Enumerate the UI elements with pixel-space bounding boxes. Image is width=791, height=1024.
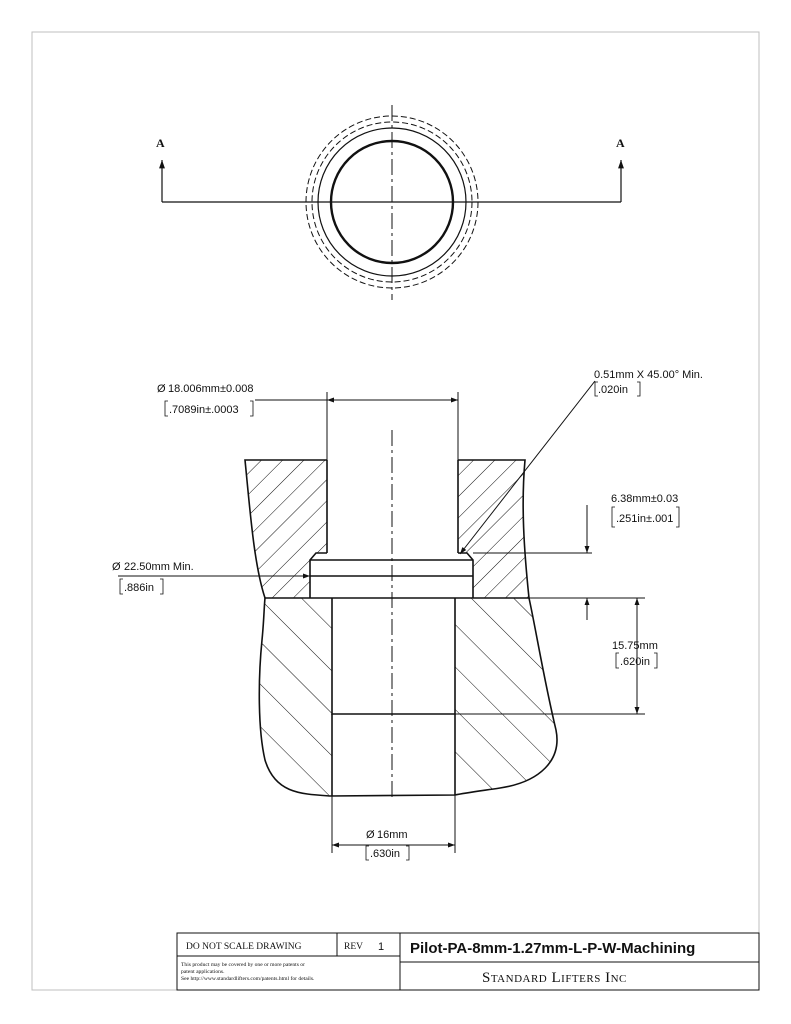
dim-pilot-diameter [331, 795, 456, 853]
bore-diameter-imperial: .7089in±.0003 [169, 404, 239, 416]
chamfer-bracket [594, 381, 641, 397]
section-marker-right: A [616, 136, 625, 150]
bore-diameter-bracket [164, 400, 254, 417]
dim-counterbore-depth [473, 505, 592, 620]
outer-dashed-circle [305, 115, 479, 289]
top-view: A A [156, 105, 625, 300]
counterbore-diameter-bracket [119, 578, 164, 595]
counterbore-depth-bracket [611, 506, 680, 528]
dim-pilot-depth [455, 597, 645, 715]
patent-note-line2: patent applications. [181, 969, 225, 975]
pilot-hole-outline [331, 598, 456, 715]
patent-note-line1: This product may be covered by one or mo… [181, 962, 305, 968]
chamfer-metric: 0.51mm X 45.00° Min. [594, 369, 703, 381]
pilot-diameter-bracket [365, 845, 410, 861]
counterbore-diameter-imperial: .886in [124, 582, 154, 594]
mid-dashed-circle [311, 121, 473, 283]
counterbore-diameter-symbol: Ø [112, 561, 121, 573]
company-name: Standard Lifters Inc [482, 970, 627, 986]
pilot-depth-bracket [615, 652, 658, 669]
patent-note-line3: See http://www.standardlifters.com/paten… [181, 975, 315, 982]
chamfer-imperial: .020in [598, 384, 628, 396]
sheet-border [31, 31, 760, 991]
section-marker-left: A [156, 136, 165, 150]
rev-label: REV [344, 942, 363, 952]
pilot-diameter-imperial: .630in [370, 848, 400, 860]
hatch-upper-right [458, 460, 529, 598]
pilot-diameter-metric: 16mm [377, 829, 408, 841]
bore-diameter-metric: 18.006mm±0.008 [168, 383, 254, 395]
scale-note: DO NOT SCALE DRAWING [186, 942, 302, 952]
part-name: Pilot-PA-8mm-1.27mm-L-P-W-Machining [410, 940, 695, 957]
pilot-diameter-symbol: Ø [366, 829, 375, 841]
title-block: DO NOT SCALE DRAWING REV 1 Pilot-PA-8mm-… [176, 932, 760, 991]
rev-value: 1 [378, 941, 384, 953]
counterbore-depth-imperial: .251in±.001 [616, 513, 673, 525]
pilot-depth-imperial: .620in [620, 656, 650, 668]
bore-diameter-symbol: Ø [157, 383, 166, 395]
pilot-depth-metric: 15.75mm [612, 640, 658, 652]
hatch-lower-right [455, 598, 557, 795]
counterbore-depth-metric: 6.38mm±0.03 [611, 493, 678, 505]
dim-bore-diameter [255, 392, 459, 460]
chamfer-leader [459, 380, 596, 555]
upper-plate-outline-left [244, 459, 327, 599]
upper-plate-outline-right [458, 459, 530, 599]
hatch-lower-left [259, 598, 332, 796]
counterbore-diameter-metric: 22.50mm Min. [124, 561, 194, 573]
section-view: Ø 18.006mm±0.008 .7089in±.0003 0.51mm X … [112, 369, 703, 861]
